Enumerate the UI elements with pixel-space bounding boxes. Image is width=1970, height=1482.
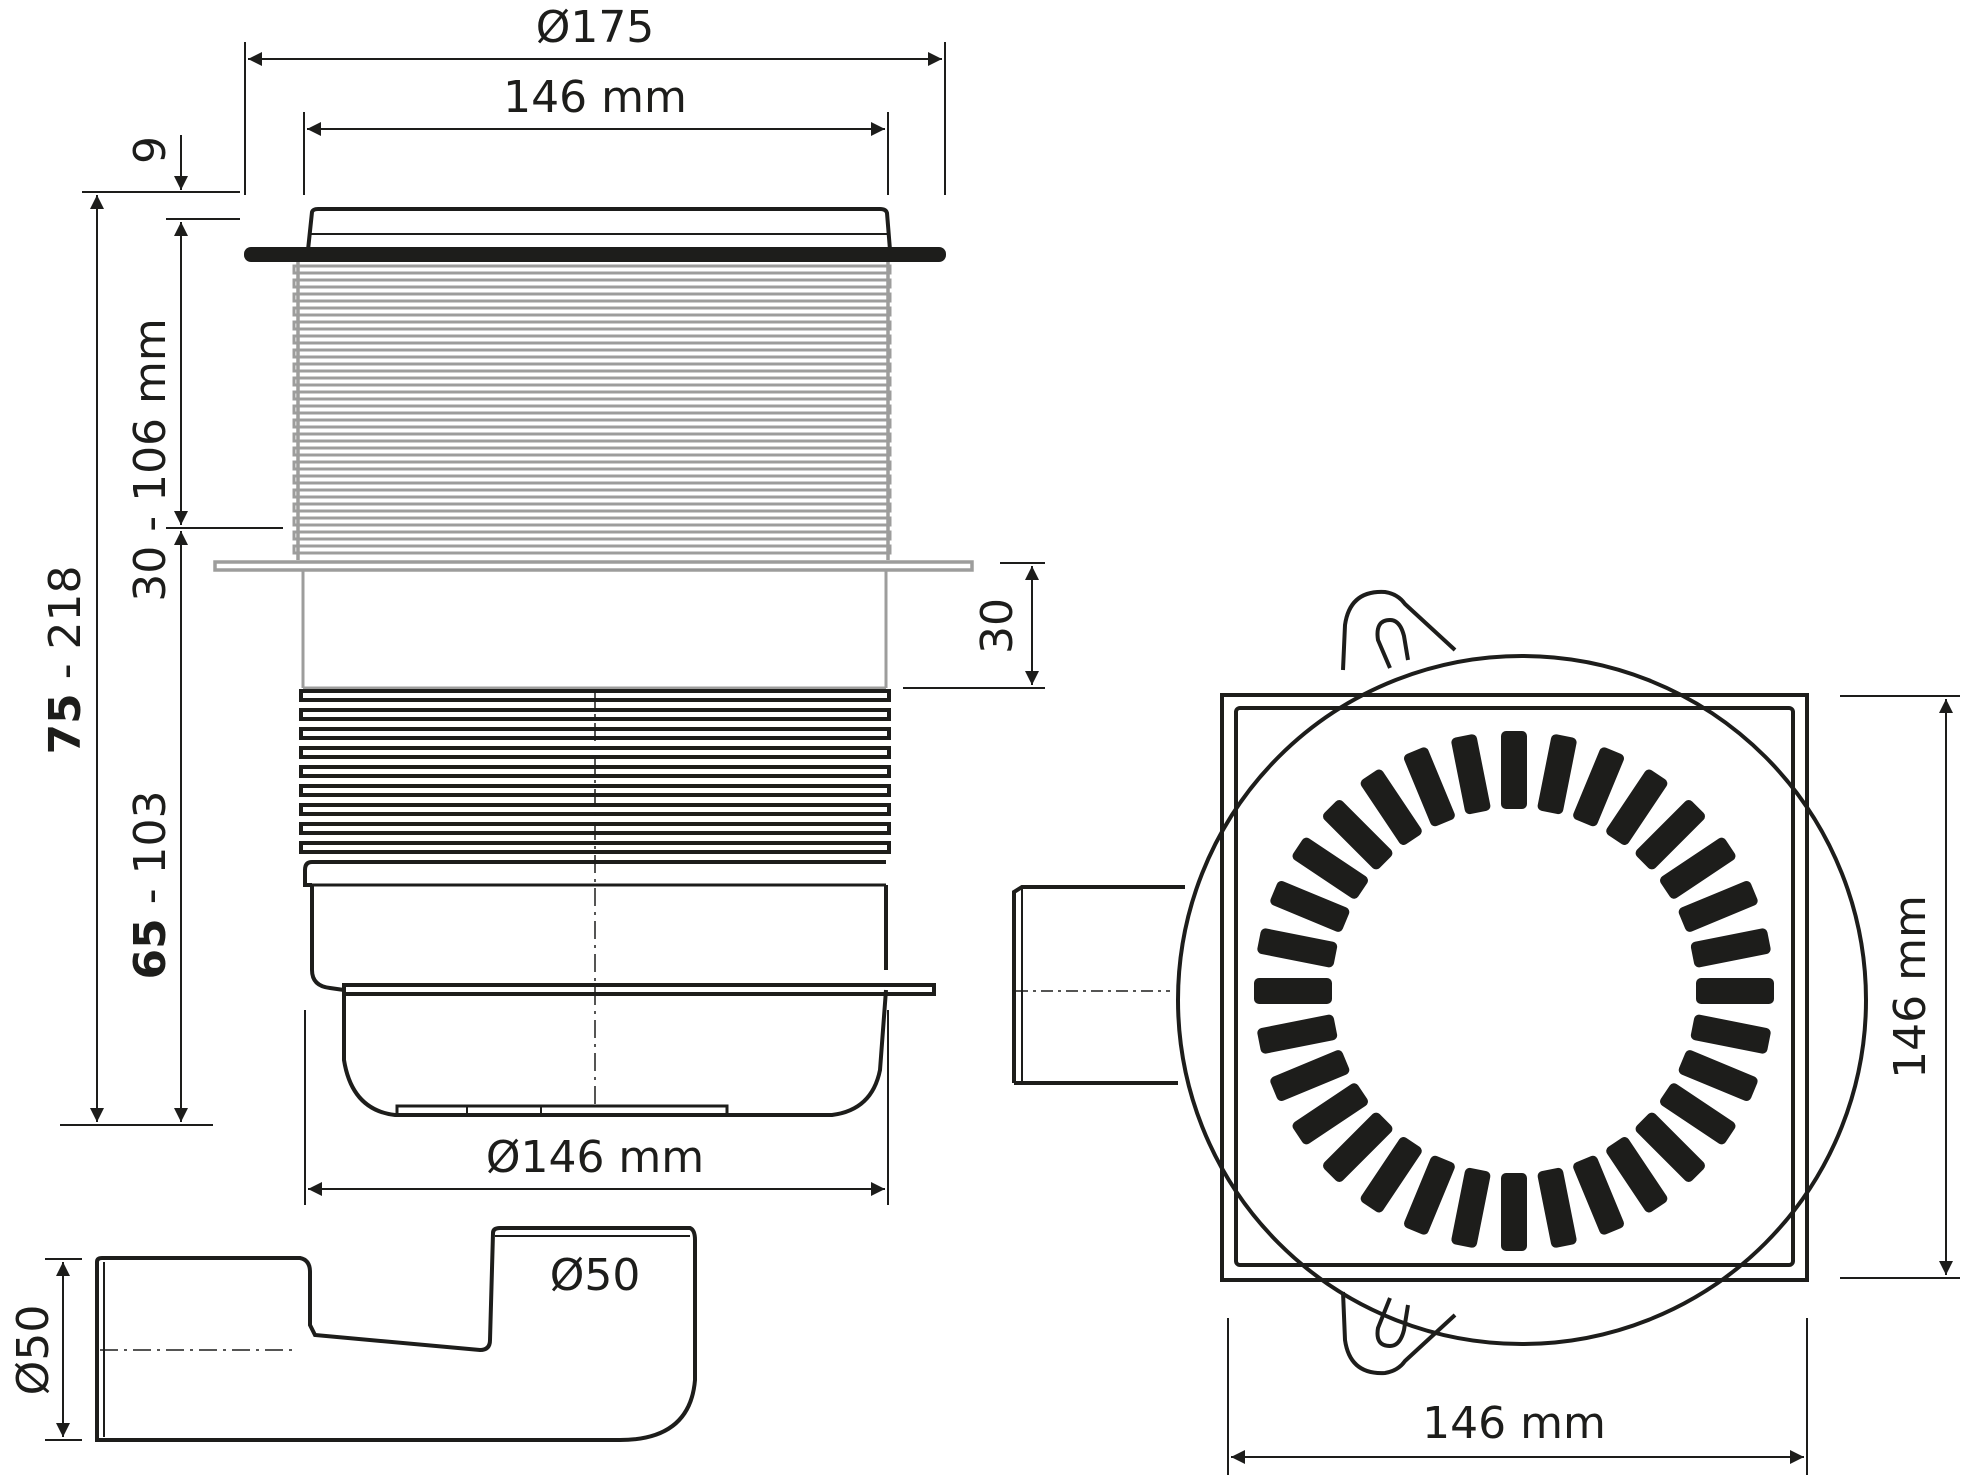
flange [244,247,946,262]
top-width-label: 146 mm [503,72,687,123]
grate-height-146-label: 146 mm [1885,895,1936,1079]
membrane-offset-label: 30 [972,598,1023,654]
grate-width-146-label: 146 mm [1422,1398,1606,1449]
outlet-diameter-label: Ø50 [550,1250,641,1301]
side-view: Ø175 146 mm [40,2,1045,1205]
outlet-height-label: Ø50 [8,1305,59,1396]
body-diameter-label: Ø146 mm [486,1132,704,1183]
total-height-label: 75 - 218 [40,565,91,754]
top-view: 146 mm 146 mm [1012,589,1960,1475]
extension-height-label: 30 - 106 mm [125,318,176,602]
body-height-label: 65 - 103 [125,790,176,979]
grate-height-label: 9 [125,136,176,164]
flange-diameter-label: Ø175 [536,2,655,53]
grate-slots [1254,731,1774,1251]
grate-plate [1234,706,1795,1267]
grate-frame [1220,693,1809,1282]
trap-view: Ø50 Ø50 [8,1226,697,1442]
